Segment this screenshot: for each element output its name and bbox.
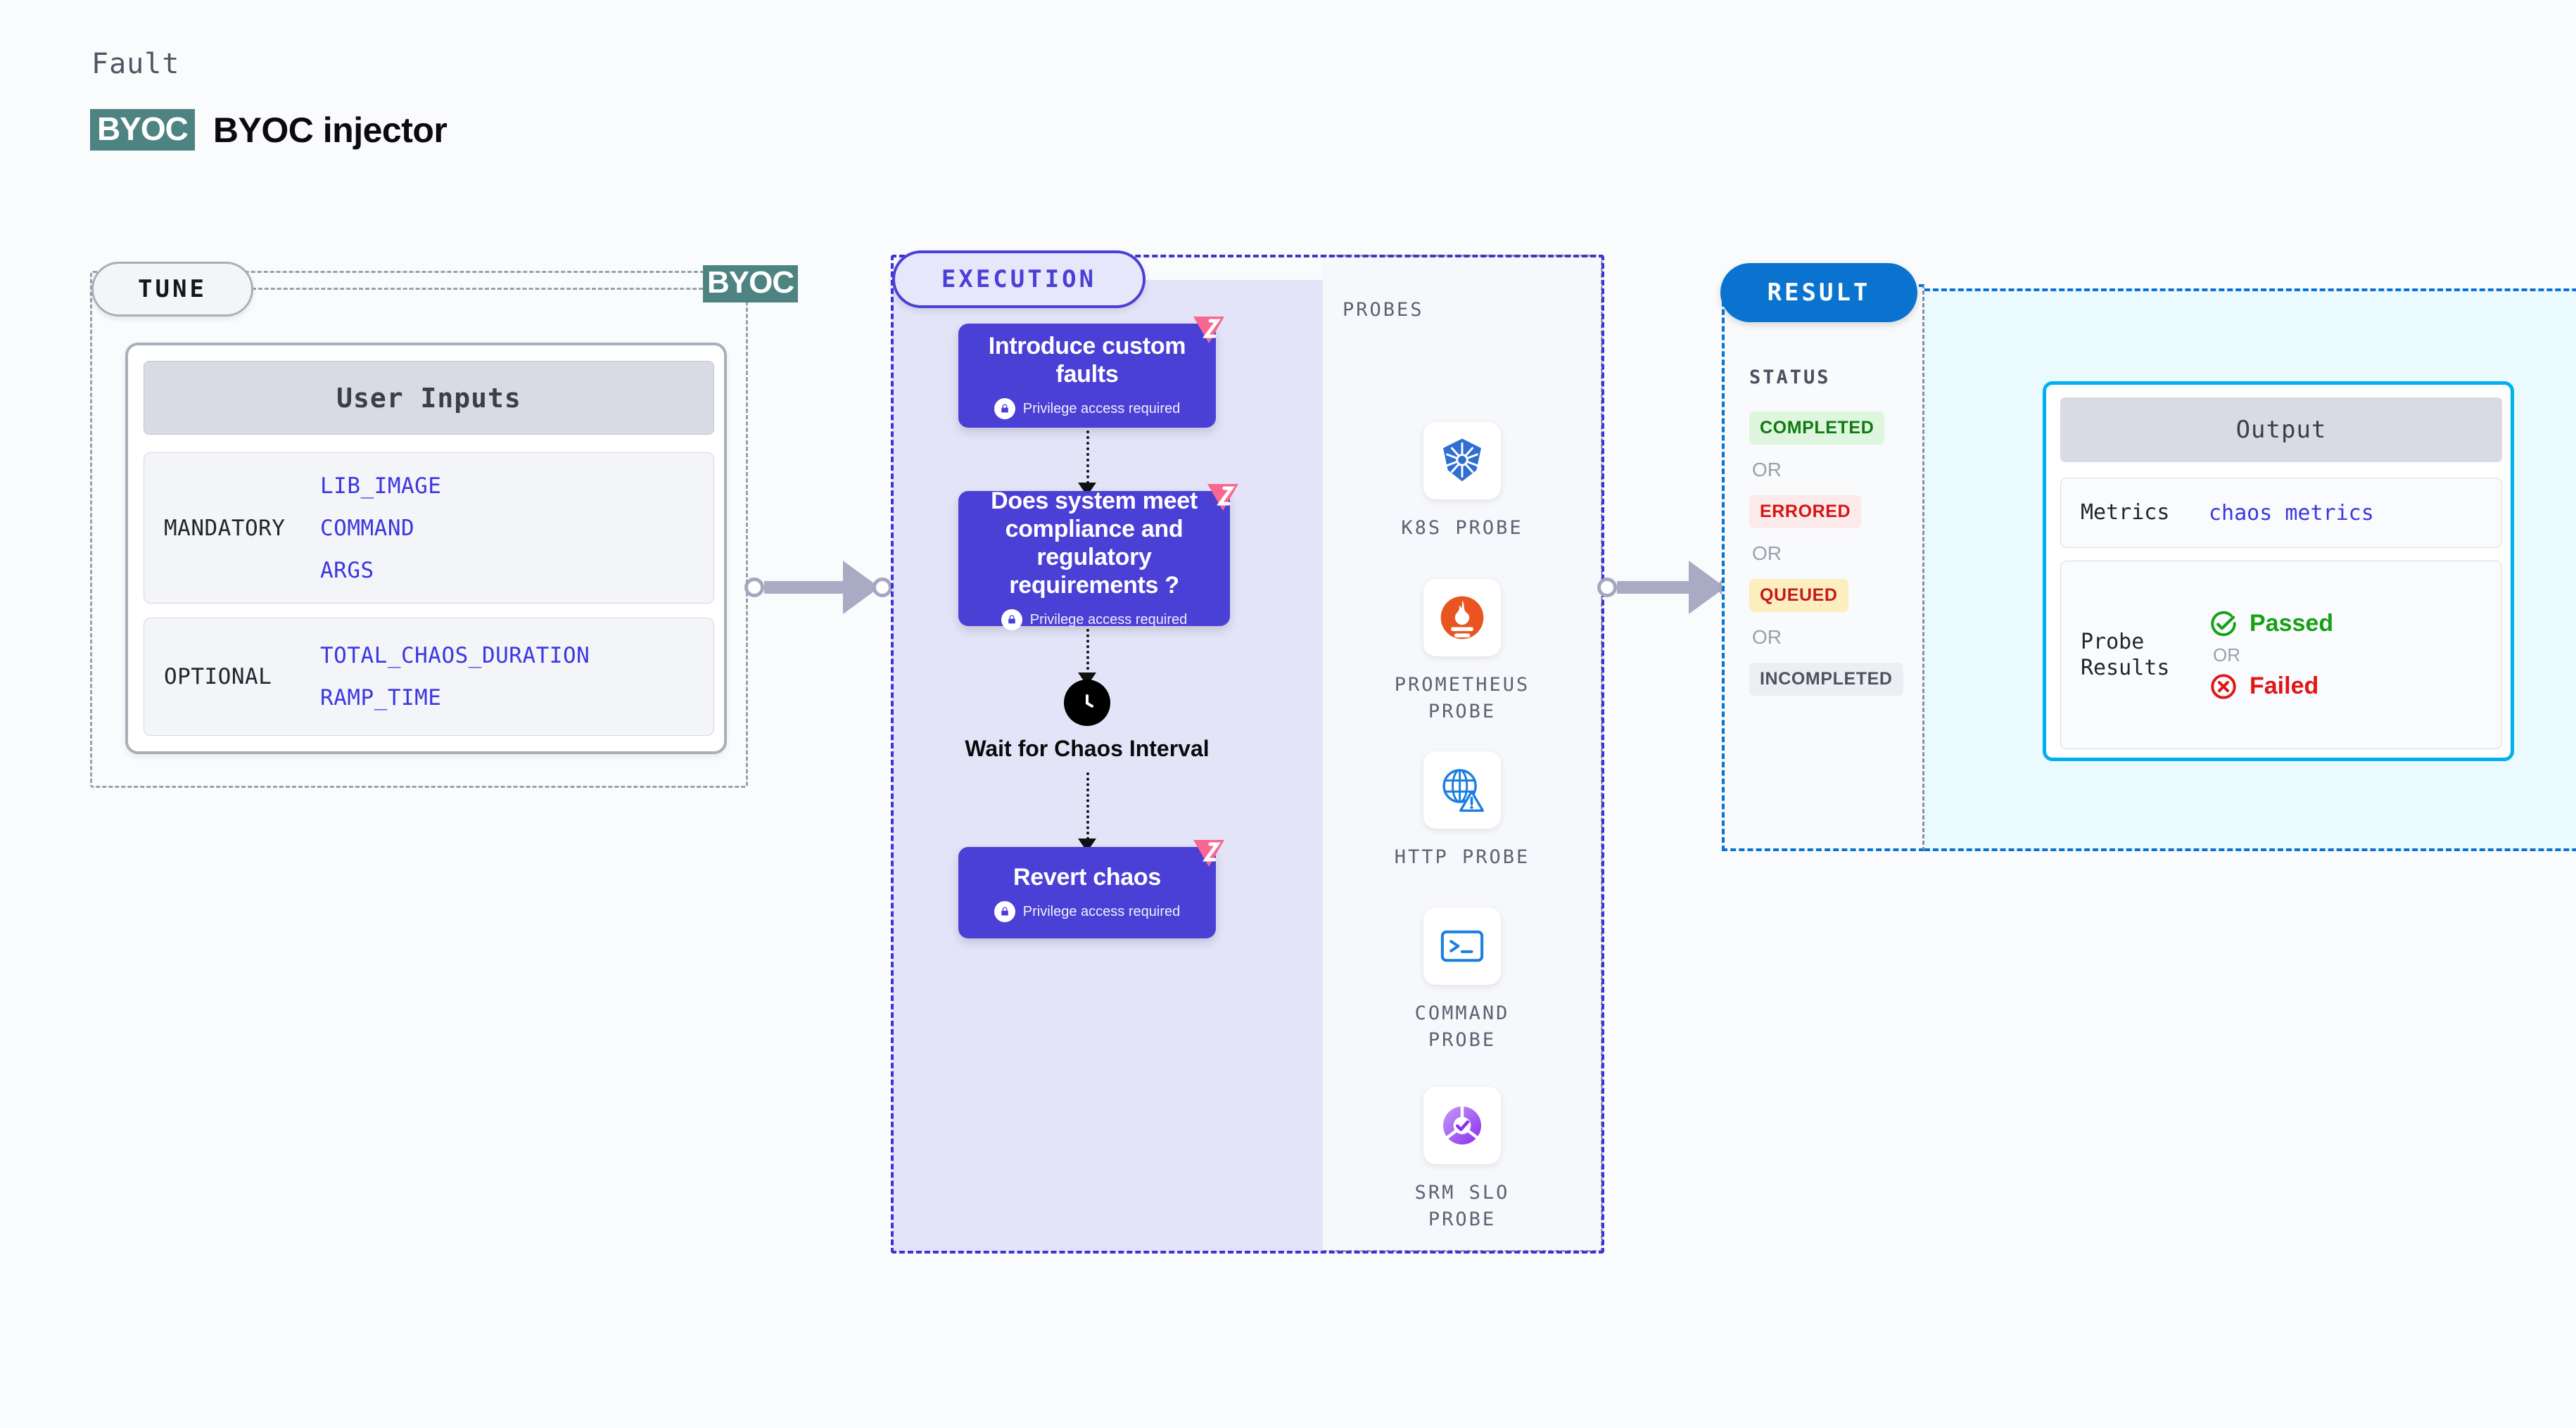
connector-tune-to-execution <box>744 561 892 614</box>
output-row-metrics: Metrics chaos metrics <box>2060 478 2502 548</box>
x-circle-icon <box>2211 673 2236 699</box>
connector-end-dot <box>873 578 892 597</box>
probe-k8s[interactable]: K8S PROBE <box>1378 422 1547 542</box>
status-badge-errored: ERRORED <box>1749 495 1862 528</box>
param-total-chaos-duration: TOTAL_CHAOS_DURATION <box>320 643 590 668</box>
fault-eyebrow: Fault <box>91 48 180 80</box>
flow-line-1 <box>1086 431 1089 484</box>
execution-section-boundary <box>891 255 1604 1254</box>
node-subtitle: Privilege access required <box>1001 609 1188 631</box>
probe-label: COMMAND PROBE <box>1414 1002 1510 1051</box>
probe-label: HTTP PROBE <box>1394 846 1530 868</box>
probe-label: K8S PROBE <box>1401 517 1523 539</box>
status-list: COMPLETED OR ERRORED OR QUEUED OR INCOMP… <box>1749 412 1925 696</box>
probe-http[interactable]: HTTP PROBE <box>1378 751 1547 871</box>
node-subtitle: Privilege access required <box>994 398 1181 420</box>
status-label: STATUS <box>1749 366 1831 388</box>
execution-panel-background <box>892 280 1323 1252</box>
status-badge-completed: COMPLETED <box>1749 412 1885 445</box>
user-inputs-card: User Inputs MANDATORY LIB_IMAGE COMMAND … <box>125 343 727 754</box>
harness-logo-icon <box>1193 840 1224 867</box>
optional-values: TOTAL_CHAOS_DURATION RAMP_TIME <box>320 643 590 710</box>
node-title: Introduce custom faults <box>988 332 1186 388</box>
output-header: Output <box>2060 397 2502 462</box>
connector-shaft <box>764 581 844 594</box>
connector-execution-to-result <box>1597 561 1738 614</box>
mandatory-label: MANDATORY <box>164 515 286 541</box>
connector-start-dot <box>744 578 764 597</box>
node-subtitle-text: Privilege access required <box>1022 903 1181 919</box>
terminal-icon <box>1423 907 1501 985</box>
node-subtitle: Privilege access required <box>994 901 1181 923</box>
passed-label: Passed <box>2250 610 2334 637</box>
or-separator: OR <box>2213 644 2240 665</box>
or-separator: OR <box>1752 459 1782 480</box>
node-subtitle-text: Privilege access required <box>1022 400 1181 416</box>
param-lib-image: LIB_IMAGE <box>320 473 442 499</box>
node-introduce-custom-faults[interactable]: Introduce custom faults Privilege access… <box>958 317 1224 428</box>
mandatory-params-block: MANDATORY LIB_IMAGE COMMAND ARGS <box>144 452 714 604</box>
node-title: Revert chaos <box>1013 863 1161 891</box>
param-args: ARGS <box>320 557 374 583</box>
probe-prometheus[interactable]: PROMETHEUS PROBE <box>1378 579 1547 725</box>
page-title: BYOC injector <box>212 110 448 150</box>
tune-byoc-tag: BYOC <box>703 265 799 302</box>
optional-label: OPTIONAL <box>164 664 272 689</box>
or-separator: OR <box>1752 542 1782 564</box>
probe-command[interactable]: COMMAND PROBE <box>1378 907 1547 1054</box>
metrics-key: Metrics <box>2081 500 2170 525</box>
output-row-probe-results: Probe Results Passed OR Failed <box>2060 561 2502 749</box>
probe-label: PROMETHEUS PROBE <box>1394 674 1530 722</box>
output-card: Output Metrics chaos metrics Probe Resul… <box>2043 381 2514 761</box>
tune-section-pill: TUNE <box>91 262 253 317</box>
tune-connector-dashline <box>252 288 709 290</box>
user-inputs-header: User Inputs <box>144 361 714 435</box>
prometheus-icon <box>1423 579 1501 656</box>
probes-label: PROBES <box>1343 299 1424 321</box>
wait-label: Wait for Chaos Interval <box>965 736 1210 761</box>
harness-logo-icon <box>1207 484 1238 511</box>
lock-icon <box>994 398 1015 420</box>
lock-icon <box>994 901 1015 923</box>
connector-start-dot <box>1597 578 1617 597</box>
probe-result-passed: Passed <box>2209 609 2333 639</box>
flow-line-2 <box>1086 629 1089 675</box>
status-badge-incompleted: INCOMPLETED <box>1749 663 1903 696</box>
or-separator: OR <box>1752 626 1782 648</box>
page-title-row: BYOC BYOC injector <box>90 109 448 151</box>
node-wait-for-chaos-interval: Wait for Chaos Interval <box>958 680 1216 762</box>
optional-params-block: OPTIONAL TOTAL_CHAOS_DURATION RAMP_TIME <box>144 618 714 736</box>
probe-label: SRM SLO PROBE <box>1414 1182 1510 1230</box>
probe-result-failed: Failed <box>2209 672 2333 701</box>
tune-section-boundary <box>90 271 748 788</box>
failed-label: Failed <box>2250 672 2319 699</box>
srm-slo-icon <box>1423 1087 1501 1164</box>
param-ramp-time: RAMP_TIME <box>320 685 442 710</box>
lock-icon <box>1001 609 1022 631</box>
http-globe-icon <box>1423 751 1501 829</box>
param-command: COMMAND <box>320 515 415 541</box>
node-subtitle-text: Privilege access required <box>1029 611 1188 627</box>
probe-results-values: Passed OR Failed <box>2209 609 2333 701</box>
probe-srm-slo[interactable]: SRM SLO PROBE <box>1378 1087 1547 1233</box>
clock-icon <box>1064 680 1110 726</box>
metrics-value-link[interactable]: chaos metrics <box>2209 500 2374 525</box>
execution-section-pill: EXECUTION <box>892 250 1146 308</box>
harness-logo-icon <box>1193 317 1224 343</box>
node-compliance-check[interactable]: Does system meet compliance and regulato… <box>958 484 1238 631</box>
kubernetes-icon <box>1423 422 1501 499</box>
status-badge-queued: QUEUED <box>1749 579 1848 612</box>
byoc-badge: BYOC <box>90 109 195 151</box>
check-circle-icon <box>2211 611 2236 636</box>
mandatory-values: LIB_IMAGE COMMAND ARGS <box>320 473 441 583</box>
node-revert-chaos[interactable]: Revert chaos Privilege access required <box>958 840 1224 938</box>
node-title: Does system meet compliance and regulato… <box>991 487 1198 599</box>
result-section-pill: RESULT <box>1720 263 1917 322</box>
probe-results-key: Probe Results <box>2081 629 2170 681</box>
flow-line-3 <box>1086 772 1089 840</box>
connector-shaft <box>1617 581 1690 594</box>
